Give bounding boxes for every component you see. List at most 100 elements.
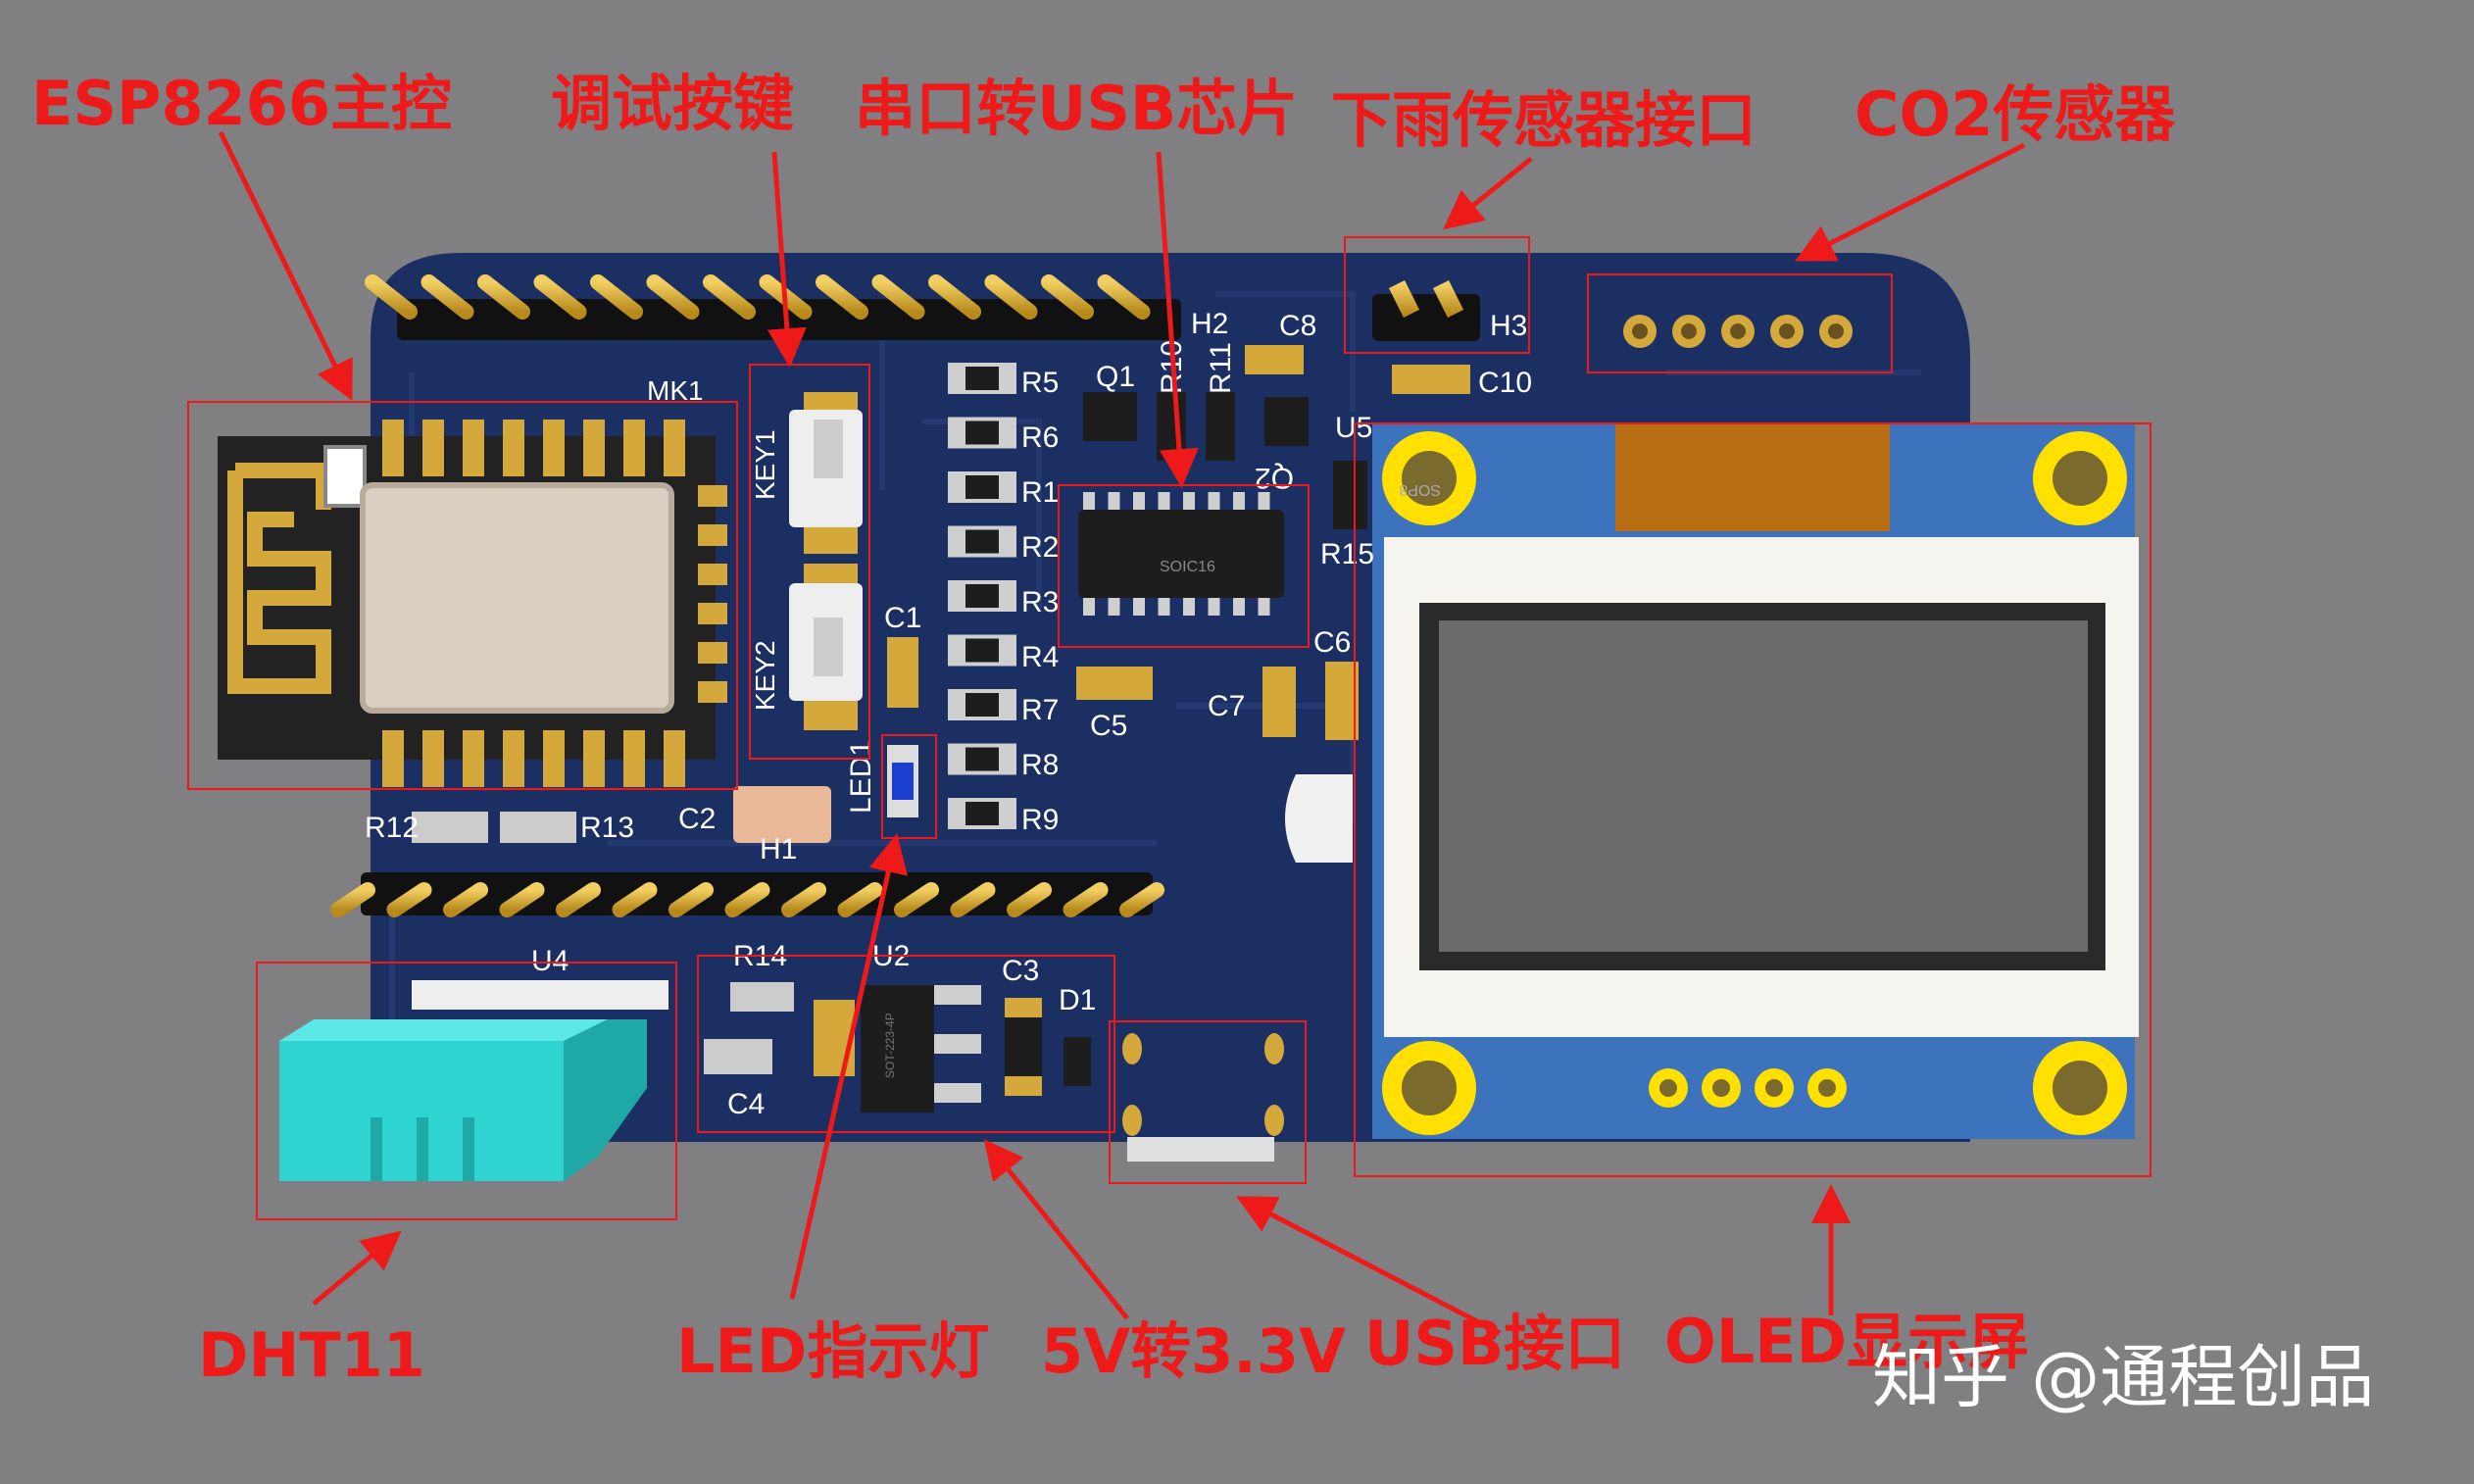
label-rain-sensor-port: 下雨传感器接口 — [1331, 84, 1757, 156]
resistor-body — [965, 529, 999, 554]
header-pin — [365, 274, 418, 320]
silk-r8: R8 — [1021, 749, 1059, 781]
resistor-body — [965, 584, 999, 608]
silk-c8: C8 — [1279, 310, 1316, 342]
silk-mk1: MK1 — [647, 375, 704, 406]
header-pin — [330, 882, 375, 917]
debug-keys — [789, 392, 863, 730]
svg-text:SOIC16: SOIC16 — [1160, 559, 1215, 575]
module-pad — [382, 420, 404, 476]
resistor-body — [965, 747, 999, 771]
label-co2-sensor: CO2传感器 — [1855, 78, 2176, 150]
module-pad — [503, 730, 524, 787]
module-pad — [543, 420, 565, 476]
silk-r9: R9 — [1021, 804, 1059, 836]
transistors — [1083, 345, 1470, 529]
module-pad — [463, 420, 484, 476]
silk-q1: Q1 — [1096, 361, 1135, 393]
silk-r3: R3 — [1021, 586, 1059, 618]
header-pin — [556, 882, 601, 917]
module-pad — [583, 730, 605, 787]
silk-c7: C7 — [1208, 690, 1245, 722]
silk-c5: C5 — [1090, 710, 1127, 742]
header-pin — [668, 882, 714, 917]
module-pad — [664, 420, 685, 476]
silk-r15: R15 — [1320, 538, 1374, 570]
header-pin — [950, 882, 996, 917]
module-pad — [623, 730, 645, 787]
silk-r6: R6 — [1021, 421, 1059, 454]
bottom-header-pins — [330, 882, 1164, 917]
silk-r4: R4 — [1021, 641, 1059, 673]
highlight-boxes — [187, 236, 2152, 1220]
module-pad — [664, 730, 685, 787]
silk-c4: C4 — [727, 1088, 765, 1120]
header-pin — [1007, 882, 1052, 917]
connector-hole-center — [1779, 323, 1795, 339]
silk-r5: R5 — [1021, 367, 1059, 399]
connector-hole-center — [1632, 323, 1648, 339]
silk-r11: R11 — [1205, 342, 1237, 394]
oled-pin-center — [1712, 1079, 1730, 1097]
silk-r1: R1 — [1021, 476, 1059, 509]
header-pin — [646, 274, 700, 320]
co2-connector — [1623, 315, 1853, 348]
r12-r13 — [412, 812, 576, 843]
header-pin — [984, 274, 1038, 320]
module-pad — [698, 564, 727, 585]
silk-r7: R7 — [1021, 694, 1059, 726]
dht11-sensor — [279, 980, 668, 1181]
watermark: 知乎 @通程创品 — [1872, 1337, 2375, 1417]
silkscreen-labels: R5 R6 R1 R2 R3 R4 R7 R8 R9 Q1 R10 R11 H2… — [365, 308, 1532, 1120]
header-pin — [1119, 882, 1164, 917]
label-regulator: 5V转3.3V — [1041, 1315, 1346, 1387]
module-pad — [422, 730, 444, 787]
module-pad — [583, 420, 605, 476]
module-pad — [422, 420, 444, 476]
header-pin — [386, 882, 432, 917]
module-pad — [698, 524, 727, 546]
label-oled-display: OLED显示屏 — [1664, 1306, 2030, 1377]
label-led-indicator: LED指示灯 — [676, 1315, 990, 1387]
module-pad — [698, 642, 727, 664]
silk-h2: H2 — [1191, 308, 1228, 340]
header-pin — [928, 274, 981, 320]
header-pin — [1063, 882, 1109, 917]
header-pin — [871, 274, 925, 320]
connector-hole-center — [1730, 323, 1746, 339]
module-pad — [382, 730, 404, 787]
label-usb-serial-chip: 串口转USB芯片 — [855, 73, 1299, 144]
silk-r13: R13 — [580, 812, 634, 844]
silk-r12: R12 — [365, 812, 419, 844]
silk-q2: Q2 — [1255, 462, 1294, 494]
header-pin — [816, 274, 868, 320]
silk-c2: C2 — [678, 803, 716, 835]
resistor-body — [965, 802, 999, 825]
silk-c10: C10 — [1478, 367, 1532, 399]
regulator — [704, 982, 1091, 1113]
header-pin — [443, 882, 488, 917]
usb-connector — [1122, 1033, 1284, 1162]
misc-caps — [733, 637, 1359, 843]
header-pin — [421, 274, 474, 320]
oled-pin-center — [1659, 1079, 1677, 1097]
module-pad — [698, 603, 727, 624]
connector-hole-center — [1681, 323, 1697, 339]
silk-c3: C3 — [1002, 955, 1039, 987]
header-pin — [837, 882, 883, 917]
silk-sot223: SOT-223-4P — [883, 1013, 897, 1078]
header-pin — [894, 882, 939, 917]
header-pin — [1041, 274, 1094, 320]
silk-d1: D1 — [1059, 984, 1096, 1016]
silk-c1: C1 — [884, 602, 921, 634]
module-pad — [543, 730, 565, 787]
top-header-pins — [365, 274, 1151, 320]
header-pin — [612, 882, 658, 917]
usb-serial-chip: SOIC16 — [1078, 492, 1284, 616]
oled-module — [1372, 423, 2139, 1139]
silk-led1: LED1 — [845, 740, 877, 814]
callout-arrows — [218, 130, 2026, 1336]
silk-h3: H3 — [1490, 310, 1527, 342]
header-pin — [724, 882, 770, 917]
header-pin — [703, 274, 756, 320]
